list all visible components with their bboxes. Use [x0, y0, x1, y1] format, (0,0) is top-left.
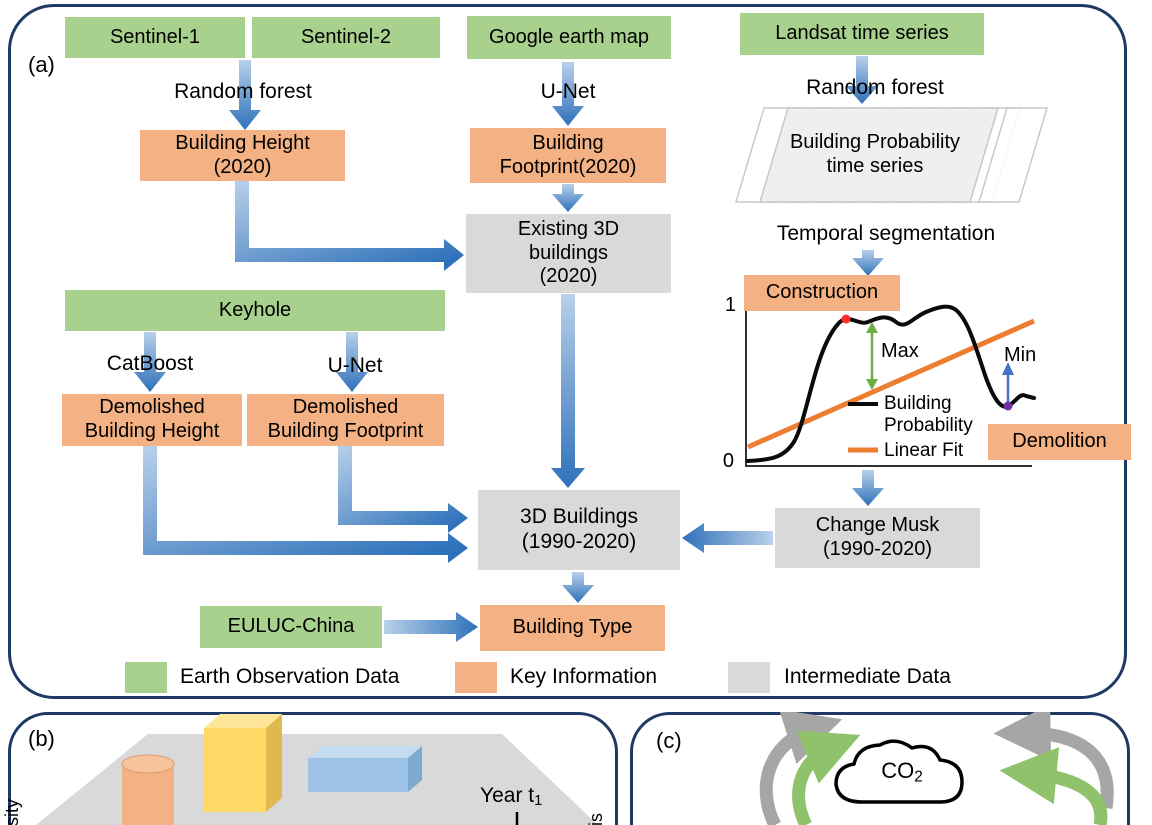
panel-c-graphics: [759, 712, 1114, 825]
co2-cloud: [834, 739, 964, 804]
legend-swatch-earth-observation: [125, 662, 167, 693]
arrow-keyhole-to-demolished-footprint: [336, 332, 368, 392]
blue-building: [308, 746, 422, 792]
panel-b-graphics: [36, 714, 598, 825]
linear-fit-line: [746, 318, 1036, 450]
box-existing-3d-buildings: Existing 3D buildings (2020): [466, 214, 671, 293]
chart-legend-building: Building: [884, 393, 952, 414]
box-demolished-building-footprint: Demolished Building Footprint: [247, 394, 444, 446]
chart-y-max-label: 1: [724, 294, 736, 316]
axis-label-fragment-left: sity: [2, 799, 22, 825]
arrow-demolished-footprint-to-3d-elbow: [338, 446, 468, 533]
box-construction: Construction: [744, 275, 900, 311]
arrow-footprint-to-existing: [552, 184, 584, 212]
arrow-keyhole-to-demolished-height: [134, 332, 166, 392]
panel-b-border: [8, 712, 618, 825]
co2-label-subscript: 2: [914, 768, 923, 786]
arrow-sentinel-to-building-height: [229, 60, 261, 130]
arrow-demolished-height-to-3d-elbow: [143, 446, 468, 563]
arrow-euluc-to-building-type: [384, 612, 478, 642]
legend-label-intermediate: Intermediate Data: [784, 665, 951, 688]
panel-a-graphics: [134, 56, 1049, 642]
legend-label-key-information: Key Information: [510, 665, 658, 688]
chart-max-label: Max: [881, 340, 919, 362]
axis-label-fragment-right: is: [586, 813, 606, 825]
panel-a-label: (a): [28, 52, 55, 77]
arrow-landsat-to-layers: [846, 56, 878, 104]
box-sentinel-1: Sentinel-1: [65, 17, 245, 58]
panel-b-label: (b): [28, 726, 55, 751]
cylinder-top: [121, 754, 175, 774]
chart-axes: [745, 304, 1032, 467]
co2-label-text: CO: [881, 758, 915, 783]
construction-point: [841, 314, 851, 324]
chart-min-label: Min: [1004, 344, 1037, 366]
legend-swatch-key-information: [455, 662, 497, 693]
arrow-existing-to-3d-buildings: [551, 294, 585, 488]
arrow-chart-to-change-musk: [852, 470, 884, 506]
label-catboost: CatBoost: [106, 352, 194, 375]
box-keyhole: Keyhole: [65, 290, 445, 331]
co2-label: CO2: [862, 758, 942, 787]
probability-layers-stack: [734, 107, 1049, 203]
box-google-earth-map: Google earth map: [467, 16, 671, 59]
panel-a-border: [8, 4, 1127, 699]
max-arrow: [866, 322, 878, 390]
box-euluc-china: EULUC-China: [200, 606, 382, 648]
box-building-height: Building Height (2020): [140, 130, 345, 181]
year-t1-label: Year t1: [480, 784, 542, 809]
cylinder-building: [121, 754, 175, 825]
arrow-3d-to-building-type: [562, 572, 594, 603]
box-building-footprint: Building Footprint(2020): [470, 128, 666, 183]
label-random-forest-1: Random forest: [174, 80, 312, 103]
cycle-arrow-gray-right: [993, 712, 1114, 810]
arrow-google-to-footprint: [552, 62, 584, 126]
box-3d-buildings: 3D Buildings (1990-2020): [478, 490, 680, 570]
chart-legend-probability: Probability: [884, 415, 973, 436]
box-landsat-time-series: Landsat time series: [740, 13, 984, 55]
year-label-text: Year t: [480, 784, 535, 807]
label-temporal-segmentation: Temporal segmentation: [776, 222, 996, 245]
arrow-segmentation-to-chart: [852, 250, 884, 276]
chart-legend-linear-fit: Linear Fit: [884, 440, 964, 461]
cycle-arrow-green-left: [792, 730, 861, 825]
demolition-point: [1003, 401, 1013, 411]
arrow-height-to-existing-elbow: [235, 181, 464, 271]
legend-label-earth-observation: Earth Observation Data: [180, 665, 400, 688]
panel-c-border: [630, 712, 1130, 825]
box-demolition: Demolition: [988, 424, 1131, 460]
min-arrow: [1002, 362, 1014, 402]
building-probability-curve: [746, 304, 1036, 463]
legend-swatch-intermediate: [728, 662, 770, 693]
box-demolished-building-height: Demolished Building Height: [62, 394, 242, 446]
cycle-arrow-green-right: [999, 747, 1108, 825]
label-unet-1: U-Net: [540, 80, 596, 103]
panel-c-label: (c): [656, 728, 682, 753]
label-building-probability-series: Building Probability time series: [789, 131, 961, 177]
yellow-building: [204, 714, 282, 812]
label-random-forest-2: Random forest: [806, 76, 944, 99]
box-change-musk: Change Musk (1990-2020): [775, 508, 980, 568]
box-sentinel-2: Sentinel-2: [252, 17, 440, 58]
label-unet-2: U-Net: [327, 354, 383, 377]
box-building-type: Building Type: [480, 605, 665, 651]
year-label-subscript: 1: [534, 793, 543, 810]
arrow-change-musk-to-3d: [682, 523, 773, 553]
chart-y-min-label: 0: [722, 450, 734, 472]
probability-layers-front-panel: [758, 107, 1000, 203]
